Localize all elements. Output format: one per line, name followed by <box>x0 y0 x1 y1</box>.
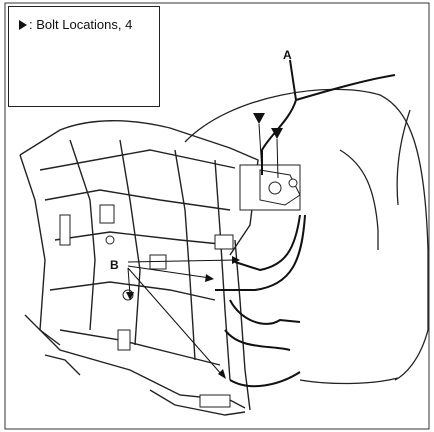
callout-a: A <box>283 48 292 62</box>
seat-back-cushion <box>184 88 429 385</box>
wiring-harness-a <box>261 59 396 175</box>
legend-label: : Bolt Locations, 4 <box>29 17 133 32</box>
callout-b: B <box>110 258 119 272</box>
diagram-frame <box>4 2 430 430</box>
legend-text: : Bolt Locations, 4 <box>19 17 132 32</box>
frame-details <box>59 164 301 408</box>
leader-arrowheads <box>126 256 240 379</box>
seat-frame <box>19 120 259 416</box>
leader-lines-b <box>127 259 236 376</box>
bolt-location-markers <box>253 113 283 139</box>
triangle-marker-icon <box>19 20 27 30</box>
bolt-marker-leaders <box>258 123 279 179</box>
legend-box: : Bolt Locations, 4 <box>8 6 160 107</box>
cable-routing <box>215 214 306 388</box>
